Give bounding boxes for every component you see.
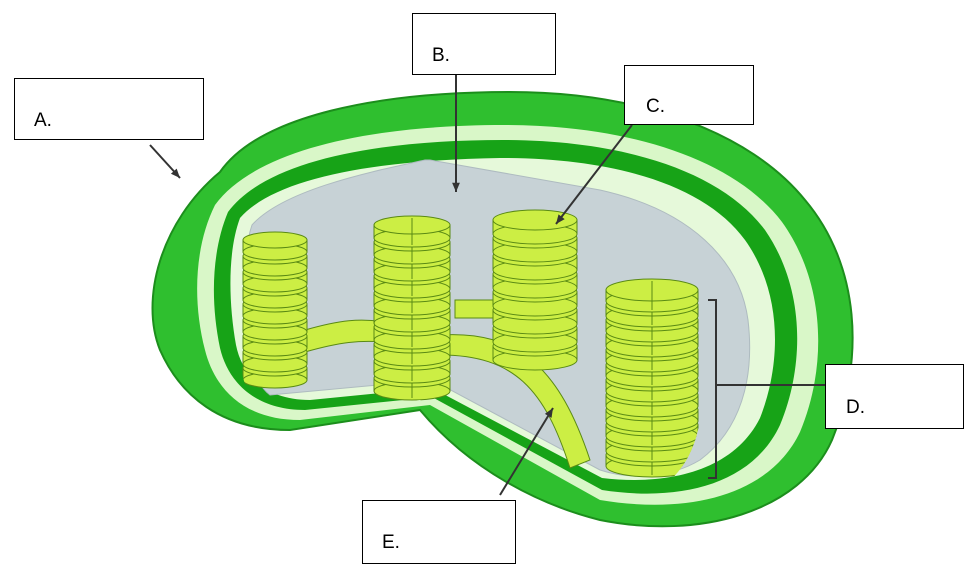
label-d-text: D. xyxy=(846,397,865,419)
label-a-text: A. xyxy=(34,110,52,132)
label-e-text: E. xyxy=(382,532,400,554)
label-b-text: B. xyxy=(432,45,450,67)
label-box-c xyxy=(624,65,754,125)
thylakoid-disc-top xyxy=(243,232,307,248)
label-c-text: C. xyxy=(646,96,665,118)
